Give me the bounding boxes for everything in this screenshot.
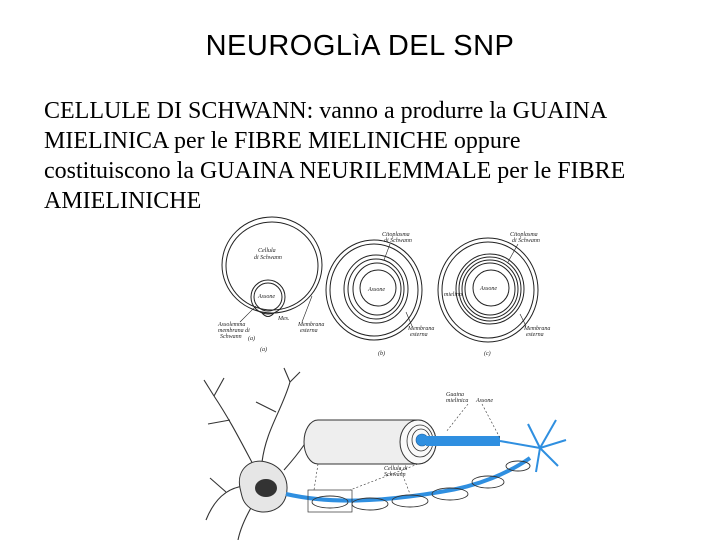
body-line-1: CELLULE DI SCHWANN: vanno a produrre la …	[44, 98, 608, 124]
panel-c-external-label-1: Membrana	[523, 326, 550, 332]
panel-c-leaders	[507, 243, 527, 327]
panel-c-cyto-label-1: Citoplasma	[510, 232, 538, 238]
panel-a-membrane-label-1: Assolemma	[217, 322, 245, 328]
panel-c-external-label-2: esterna	[526, 332, 544, 338]
schwann-cells-row	[311, 460, 531, 511]
body-text: CELLULE DI SCHWANN: vanno a produrre la …	[44, 96, 684, 216]
schwann-label-1: Cellule di	[384, 466, 408, 472]
panel-a-diagram	[221, 216, 323, 317]
panel-b-cyto-label-2: di Schwann	[384, 238, 412, 244]
panel-c-axon-label: Assone	[479, 286, 497, 292]
detail-box	[307, 489, 353, 513]
panel-a-panel-label: (a)	[260, 346, 267, 353]
panel-a-external-label-1: Membrana	[297, 322, 324, 328]
panel-b-external-label-2: esterna	[410, 332, 428, 338]
body-line-2: MIELINICA per le FIBRE MIELINICHE oppure	[44, 128, 521, 154]
slide-title: NEUROGLìA DEL SNP	[205, 30, 515, 62]
panel-b-axon-label: Assone	[367, 287, 385, 293]
schwann-label-2: Schwann	[384, 472, 406, 478]
axon-extension	[426, 436, 500, 446]
panel-c-cyto-label-2: di Schwann	[512, 238, 540, 244]
sheath-label-2: mielinica	[446, 398, 468, 404]
panel-a-external-label-2: esterna	[300, 328, 318, 334]
axon-terminal	[499, 419, 567, 473]
panel-b-diagram	[325, 239, 423, 341]
panel-a-leaders	[239, 295, 313, 323]
body-line-4: AMIELINICHE	[44, 188, 202, 214]
panel-c-extra-label: mielina	[444, 292, 462, 298]
panel-a-cell-label-1: Cellula	[258, 248, 276, 254]
panel-a-membrane-label-3: Schwann	[220, 334, 242, 340]
panel-a-axon-label: Assone	[257, 294, 275, 300]
axon-label: Assone	[475, 398, 493, 404]
panel-c-panel-label: (c)	[484, 350, 491, 357]
panel-b-leaders	[383, 243, 413, 327]
panel-a-membrane-label-2: membrana di	[218, 328, 250, 334]
body-line-3: costituiscono la GUAINA NEURILEMMALE per…	[44, 158, 626, 184]
panel-b-panel-label: (b)	[378, 350, 385, 357]
myelin-cylinder	[303, 419, 500, 465]
sheath-label-1: Guaina	[446, 392, 464, 398]
panel-a-extra-label: (a)	[248, 335, 255, 342]
neuron-dendrites	[203, 367, 319, 540]
detail-leaders	[313, 403, 501, 495]
panel-c-diagram	[437, 237, 539, 343]
axon-line	[285, 456, 532, 503]
panel-b-external-label-1: Membrana	[407, 326, 434, 332]
neuron-cell-body	[238, 460, 288, 513]
panel-a-mes-label: Mes.	[277, 316, 290, 322]
panel-a-cell-label-2: di Schwann	[254, 255, 282, 261]
panel-b-cyto-label-1: Citoplasma	[382, 232, 410, 238]
